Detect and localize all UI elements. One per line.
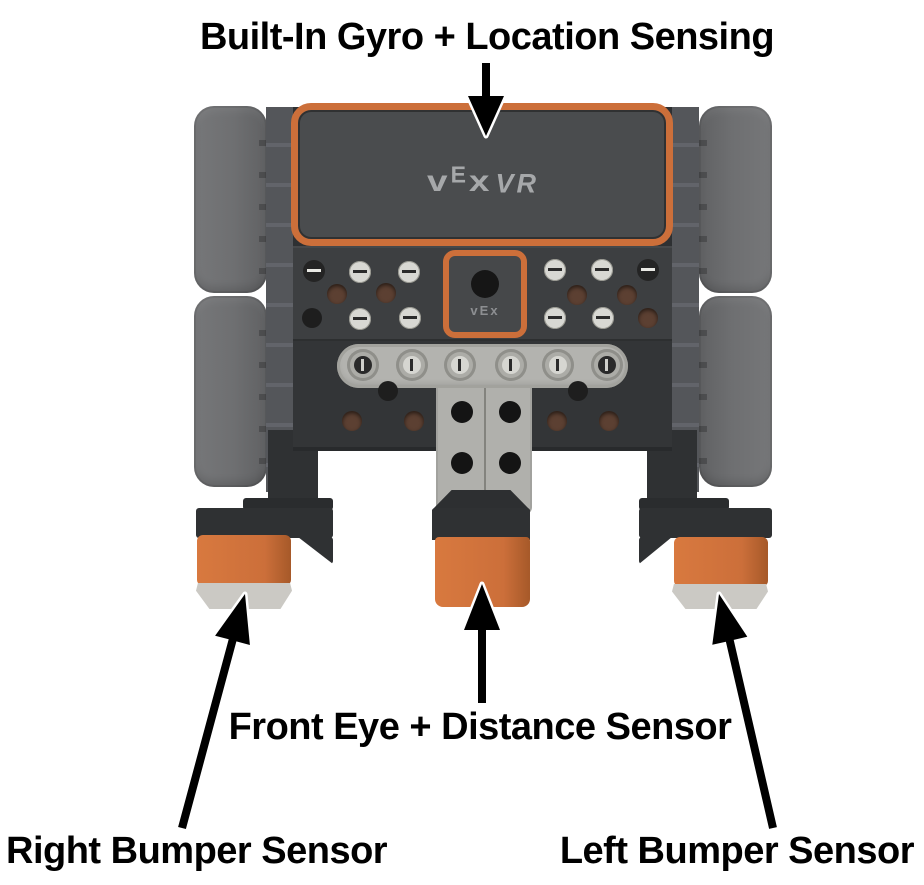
screw-icon: [451, 356, 469, 374]
screw-icon: [349, 308, 371, 330]
right-bumper-sensor: [197, 535, 291, 585]
screw-icon: [349, 261, 371, 283]
logo-suffix-vr: VR: [495, 168, 540, 199]
right-bumper-bracket: [196, 508, 333, 538]
label-front-eye-distance: Front Eye + Distance Sensor: [228, 706, 732, 748]
beam-hole: [568, 381, 588, 401]
left-bumper-pad: [672, 584, 768, 609]
right-bumper-bracket-tab: [243, 498, 333, 510]
camera-lens-icon: [471, 270, 499, 298]
right-bumper-bracket-corner: [298, 537, 333, 564]
screw-icon: [399, 307, 421, 329]
beam-hole: [378, 381, 398, 401]
screw-icon: [549, 356, 567, 374]
logo-letter-x: x: [468, 164, 492, 198]
beam-hole: [499, 452, 521, 474]
camera-module: vEx: [443, 250, 527, 338]
screw-icon: [592, 307, 614, 329]
logo-letter-e: E: [450, 161, 468, 188]
beam-hole: [376, 283, 396, 303]
beam-hole: [547, 411, 567, 431]
left-bumper-bracket-tab: [639, 498, 729, 510]
wheel-rear-left-of-robot: [698, 296, 772, 487]
screw-icon: [403, 356, 421, 374]
beam-hole: [617, 285, 637, 305]
beam-hole: [302, 308, 322, 328]
right-frame-rail: [671, 107, 699, 492]
beam-hole: [499, 401, 521, 423]
beam-hole: [599, 411, 619, 431]
beam-hole: [327, 284, 347, 304]
beam-hole: [638, 308, 658, 328]
beam-hole: [342, 411, 362, 431]
screw-icon: [354, 356, 372, 374]
screw-icon: [544, 307, 566, 329]
left-bumper-bracket: [639, 508, 772, 538]
screw-icon: [303, 260, 325, 282]
label-right-bumper: Right Bumper Sensor: [6, 830, 388, 872]
left-bumper-bracket-corner: [639, 537, 672, 564]
beam-hole: [404, 411, 424, 431]
left-bumper-sensor: [674, 537, 768, 586]
front-beam-bar: [337, 344, 628, 388]
right-bumper-pad: [196, 583, 292, 609]
beam-hole: [451, 401, 473, 423]
beam-hole: [567, 285, 587, 305]
label-gyro-location: Built-In Gyro + Location Sensing: [199, 16, 775, 58]
label-left-bumper: Left Bumper Sensor: [559, 830, 915, 872]
logo-letter-v: v: [426, 164, 450, 198]
screw-icon: [502, 356, 520, 374]
screw-icon: [637, 259, 659, 281]
left-frame-rail: [266, 107, 294, 492]
wheel-rear-right-of-robot: [194, 296, 268, 487]
wheel-front-right-of-robot: [194, 106, 268, 293]
front-eye-distance-sensor: [435, 537, 530, 607]
screw-icon: [398, 261, 420, 283]
screw-icon: [598, 356, 616, 374]
front-sensor-bracket: [432, 508, 530, 538]
camera-vex-logo: vEx: [470, 303, 500, 318]
beam-hole: [451, 452, 473, 474]
vex-vr-logo: v E x VR: [427, 163, 539, 200]
wheel-front-left-of-robot: [698, 106, 772, 293]
screw-icon: [544, 259, 566, 281]
screw-icon: [591, 259, 613, 281]
